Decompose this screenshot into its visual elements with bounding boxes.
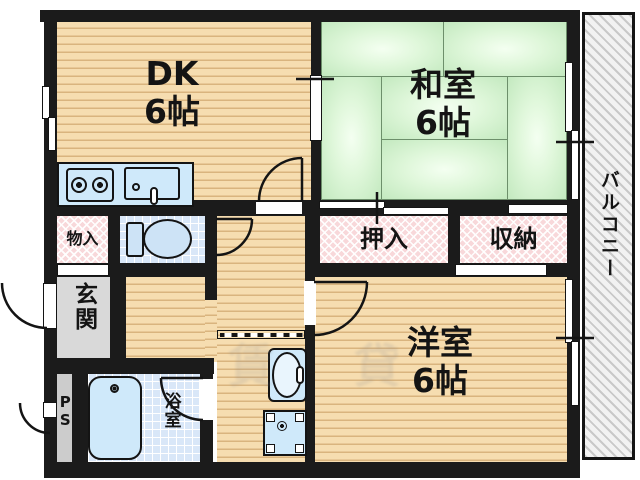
genkan-label: 玄関 — [70, 282, 97, 332]
shuunou-label: 収納 — [489, 225, 538, 253]
youshitsu-floor — [315, 277, 567, 462]
entrance-door-arc — [0, 282, 48, 330]
sink-faucet — [150, 187, 158, 205]
balcony-label: バルコニー — [597, 170, 620, 280]
dk-door-opening — [256, 201, 302, 215]
wall — [40, 10, 580, 22]
yokushitsu-label: 浴室 — [160, 392, 181, 430]
hallway-floor — [217, 216, 305, 338]
tatami-mat — [443, 21, 567, 77]
dk-window — [42, 86, 50, 119]
wall — [205, 200, 217, 300]
washitsu-room-label: 和室 6帖 — [363, 66, 523, 142]
tatami-mat — [381, 139, 508, 200]
shuunou-closet — [460, 216, 567, 263]
pan-corner — [295, 444, 304, 453]
shuunou-front-door — [455, 264, 547, 276]
wall — [72, 358, 88, 462]
youshitsu-room-label: 洋室 6帖 — [360, 324, 520, 400]
watermark: 賃貸 — [228, 339, 480, 393]
shuunou-top-door — [508, 204, 568, 214]
ps-door-leaf — [43, 402, 57, 418]
washitsu-balcony-window — [571, 130, 579, 200]
monoire-label: 物入 — [66, 229, 99, 248]
washroom-folding-door — [217, 330, 305, 339]
wall — [44, 358, 214, 374]
youshitsu-balcony-window — [571, 341, 579, 406]
fusuma-dk-washitsu — [310, 75, 322, 141]
monoire-closet — [57, 216, 108, 264]
dk-room-label: DK 6帖 — [92, 55, 252, 131]
tatami-mat — [507, 76, 567, 200]
corridor-floor-2 — [205, 300, 217, 362]
washitsu-room-size: 6帖 — [415, 102, 471, 142]
sink-drain — [132, 183, 140, 191]
oshiire-closet — [320, 216, 448, 263]
oshiire-fusuma — [319, 201, 385, 209]
wall — [448, 200, 460, 277]
dk-window — [48, 117, 56, 151]
pan-drain — [277, 421, 287, 431]
washitsu-balcony-window — [565, 62, 573, 132]
youshitsu-room-name: 洋室 — [407, 323, 473, 362]
dk-room-name: DK — [145, 54, 199, 93]
youshitsu-balcony-window — [565, 279, 573, 343]
dk-room-size: 6帖 — [144, 91, 200, 131]
toilet-tank — [126, 222, 144, 257]
tatami-mat — [321, 76, 382, 200]
stove-burner — [71, 177, 87, 193]
bathtub-drain — [110, 384, 119, 393]
entrance-door-leaf — [43, 283, 57, 329]
wall — [108, 200, 120, 277]
two-burner-stove-icon — [66, 168, 114, 202]
balcony-area — [582, 12, 635, 460]
wall — [110, 277, 126, 362]
pan-corner — [295, 413, 304, 422]
stove-burner — [92, 177, 108, 193]
wall — [305, 200, 320, 277]
wall — [305, 277, 315, 462]
pipe-space-area — [57, 374, 72, 462]
pan-corner — [266, 413, 275, 422]
youshitsu-door-opening — [304, 281, 316, 325]
genkan-area — [57, 277, 110, 358]
pan-corner — [266, 444, 275, 453]
wall — [44, 462, 580, 478]
washitsu-room-name: 和室 — [410, 65, 476, 104]
washbasin-handle — [296, 366, 304, 384]
youshitsu-room-size: 6帖 — [412, 360, 468, 400]
toilet-bowl — [143, 219, 192, 259]
oshiire-label: 押入 — [360, 225, 408, 253]
ps-label: PS — [56, 393, 75, 429]
bathroom-door-opening — [199, 379, 213, 420]
monoire-door — [57, 264, 109, 276]
corridor-floor — [126, 277, 217, 362]
oshiire-fusuma — [383, 207, 449, 215]
